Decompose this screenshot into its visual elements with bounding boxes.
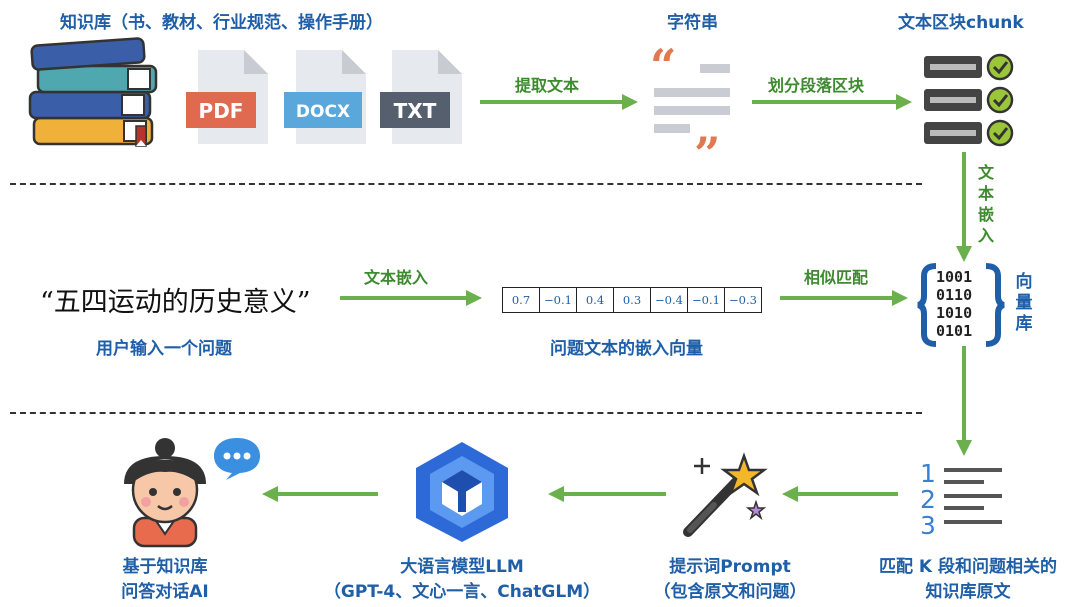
svg-text:1001: 1001 [936,268,972,286]
vector-cell: 0.7 [503,288,540,312]
svg-text:TXT: TXT [394,99,437,123]
svg-text:3: 3 [920,511,936,540]
divider-2 [10,412,922,414]
svg-text:DOCX: DOCX [296,102,350,122]
text-chunk-label: 文本区块chunk [898,13,1024,33]
vector-db-label: 向 量 库 [1015,272,1033,334]
svg-text:1: 1 [920,459,936,488]
vector-label: 问题文本的嵌入向量 [550,339,703,359]
svg-text:1010: 1010 [936,304,972,322]
docx-file-icon: DOCX [284,48,368,150]
scholar-avatar-icon [110,434,220,550]
arrow-to-ai [262,484,378,508]
embedding-vector: 0.7 −0.1 0.4 0.3 −0.4 −0.1 −0.3 [502,287,762,313]
vector-database-icon: 1001 0110 1010 0101 [917,262,1005,352]
magic-wand-icon [678,452,774,542]
svg-text:”: ” [694,127,720,181]
arrow-extract [480,92,640,116]
txt-file-icon: TXT [380,48,464,150]
vector-cell: −0.4 [651,288,688,312]
vector-cell: 0.4 [577,288,614,312]
string-label: 字符串 [667,13,718,33]
arrow-similar [780,288,910,312]
svg-text:“: “ [650,39,676,93]
knowledge-base-label: 知识库（书、教材、行业规范、操作手册） [60,13,383,33]
embed-vertical-label: 文 本 嵌 入 [977,163,994,245]
arrow-to-prompt [782,484,898,508]
vector-cell: 0.3 [614,288,651,312]
svg-text:2: 2 [920,485,936,514]
arrow-to-llm [548,484,666,508]
arrow-retrieve-vertical [954,346,974,462]
quote-text-icon: “ ” [648,39,740,181]
pdf-file-icon: PDF [186,48,270,150]
svg-text:0101: 0101 [936,322,972,340]
llm-cube-icon [412,440,512,548]
divider-1 [10,183,922,185]
user-input-label: 用户输入一个问题 [96,339,232,359]
vector-cell: −0.1 [688,288,725,312]
similar-match-label: 相似匹配 [804,268,869,287]
books-icon [24,37,174,152]
split-paragraph-label: 划分段落区块 [768,76,865,95]
extract-text-label: 提取文本 [515,76,580,95]
arrow-embed [340,288,484,312]
embed-label: 文本嵌入 [364,268,429,287]
svg-text:PDF: PDF [199,99,244,123]
match-k-label: 匹配 K 段和问题相关的 知识库原文 [878,557,1057,602]
chat-bubble-icon [212,436,262,484]
ranked-list-icon: 1 2 3 [918,458,1008,542]
user-question-text: “五四运动的历史意义” [40,287,311,318]
svg-text:0110: 0110 [936,286,972,304]
vector-cell: −0.3 [729,293,757,307]
vector-cell: −0.1 [540,288,577,312]
chunk-server-icon [922,52,1016,152]
arrow-embed-vertical [954,152,974,268]
prompt-label: 提示词Prompt （包含原文和问题） [653,557,807,602]
llm-label: 大语言模型LLM （GPT-4、文心一言、ChatGLM） [323,557,601,602]
ai-label: 基于知识库 问答对话AI [121,557,209,602]
arrow-split [752,92,914,116]
